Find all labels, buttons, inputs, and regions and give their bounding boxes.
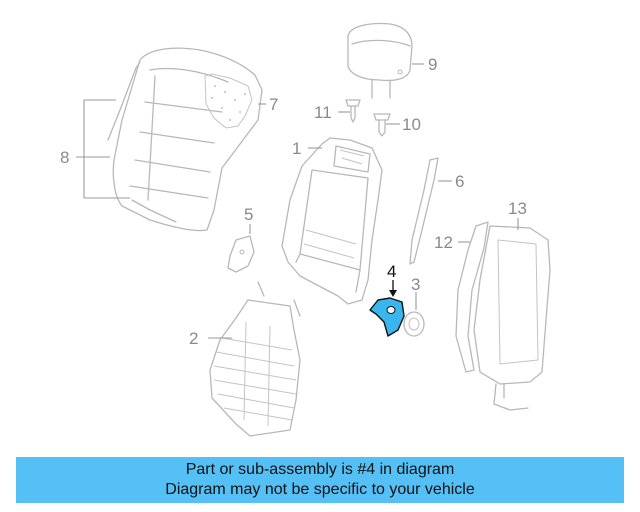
callout-6: 6	[455, 172, 464, 191]
callout-8: 8	[60, 148, 69, 167]
part-7-seatback-cover	[112, 47, 263, 232]
banner-line-part-number: Part or sub-assembly is #4 in diagram	[185, 461, 455, 478]
part-4-trim-cap	[369, 297, 405, 337]
leader-8	[76, 99, 130, 199]
callout-4: 4	[387, 262, 396, 281]
part-3-round-clip	[403, 311, 425, 337]
callout-7: 7	[269, 95, 278, 114]
part-12-side-panel	[455, 221, 489, 373]
callout-3: 3	[411, 275, 420, 294]
part-10-screw	[373, 113, 391, 137]
part-8-wire-rods	[107, 61, 177, 223]
callout-5: 5	[244, 205, 253, 224]
part-13-side-cover	[473, 225, 551, 411]
seat-parts-diagram: 1 2 3 4 5 6 7 8 9 10 11 12 13	[60, 22, 551, 437]
callout-2: 2	[189, 329, 198, 348]
info-banner: Part or sub-assembly is #4 in diagram Di…	[16, 457, 624, 503]
callout-11: 11	[314, 103, 332, 122]
callout-10: 10	[402, 115, 421, 134]
part-5-bracket	[227, 235, 255, 273]
callout-13: 13	[508, 199, 527, 218]
part-1-seatback-frame	[281, 137, 383, 305]
part-11-screw	[345, 99, 361, 123]
callout-12: 12	[434, 233, 453, 252]
part-6-trim-strip	[409, 157, 439, 265]
callout-1: 1	[292, 139, 301, 158]
banner-line-disclaimer: Diagram may not be specific to your vehi…	[165, 481, 475, 498]
leader-4-arrowhead	[389, 290, 397, 297]
part-9-headrest	[347, 22, 413, 99]
part-2-spring-mat	[209, 281, 301, 437]
callout-9: 9	[428, 55, 437, 74]
